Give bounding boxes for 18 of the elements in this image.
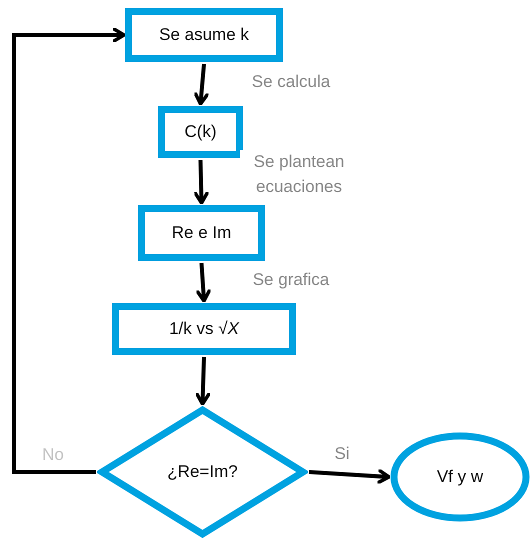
- terminal-ellipse: [390, 432, 530, 522]
- process-box: [112, 303, 296, 355]
- arrow: [12, 27, 126, 474]
- node-text: Vf y w: [436, 467, 484, 487]
- node-text: C(k): [184, 122, 217, 142]
- arrow: [195, 356, 211, 406]
- process-box: [158, 106, 243, 158]
- node-text: Re e Im: [172, 223, 232, 243]
- process-box: [138, 205, 265, 261]
- decision-diamond: [97, 406, 308, 538]
- node-text: Se asume k: [159, 25, 249, 45]
- node-text: ¿Re=Im?: [167, 462, 238, 482]
- arrow: [196, 262, 212, 303]
- arrow: [194, 64, 210, 106]
- process-box: [125, 8, 283, 62]
- arrow: [308, 468, 391, 484]
- arrow: [194, 160, 210, 205]
- node-text: 1/k vs √X: [169, 319, 239, 339]
